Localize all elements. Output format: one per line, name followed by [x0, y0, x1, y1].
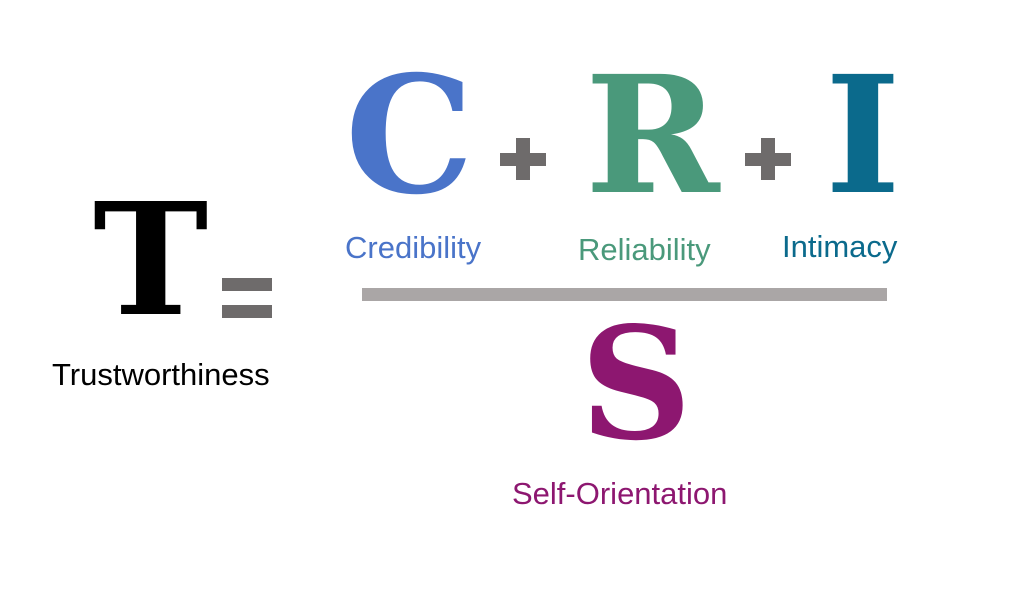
trustworthiness-label: Trustworthiness: [52, 357, 270, 392]
self-orientation-letter: S: [580, 292, 692, 475]
credibility-label: Credibility: [345, 230, 482, 265]
intimacy-letter: I: [825, 41, 901, 231]
credibility-letter: C: [345, 41, 474, 231]
reliability-letter: R: [585, 41, 720, 231]
fraction-bar: [362, 288, 887, 301]
reliability-label: Reliability: [578, 232, 711, 267]
self-orientation-label: Self-Orientation: [512, 476, 728, 511]
intimacy-label: Intimacy: [782, 229, 898, 264]
trustworthiness-letter: T: [93, 168, 209, 351]
